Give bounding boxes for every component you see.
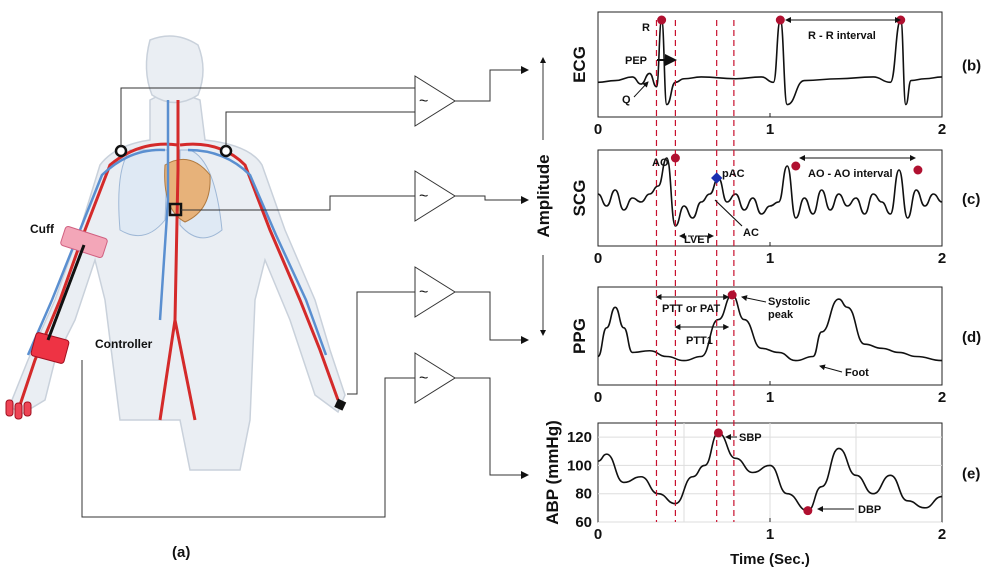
cuff-label: Cuff <box>30 222 55 236</box>
veins <box>26 100 328 356</box>
abp-dbp-marker <box>803 506 813 516</box>
wiring <box>81 57 546 518</box>
ppg-systolic-marker <box>727 290 737 300</box>
ppg-xtick-label: 1 <box>766 389 774 406</box>
ecg-ylabel: ECG <box>570 46 589 83</box>
abp-ytick-label: 60 <box>575 514 592 531</box>
scg-aoao-label: AO - AO interval <box>808 168 893 180</box>
scg-pac-label: pAC <box>722 168 745 180</box>
ppg-xtick-label: 2 <box>938 389 946 406</box>
filter-symbol: ~ <box>419 284 428 301</box>
amplifier-abp: ~ <box>414 352 456 404</box>
chart-scg: 0 1 2 SCG (c) <box>570 149 980 267</box>
ppg-ptt1-label: PTT1 <box>686 335 713 347</box>
abp-xtick-label: 0 <box>594 526 602 543</box>
abp-xtick-label: 1 <box>766 526 774 543</box>
abp-ylabel: ABP (mmHg) <box>543 420 562 525</box>
ppg-panel-tag: (d) <box>962 329 981 346</box>
ecg-xtick-label: 1 <box>766 121 774 138</box>
chart-ppg: 0 1 2 PPG (d) <box>570 286 981 406</box>
ecg-pep-label: PEP <box>625 55 647 67</box>
filter-symbol: ~ <box>419 188 428 205</box>
ecg-r-peak-marker <box>775 15 785 25</box>
amplifier-ppg: ~ <box>414 266 456 318</box>
chart-abp: 60 80 100 120 0 1 2 ABP (mmHg) (e) <box>543 420 980 543</box>
abp-series-line <box>597 432 943 512</box>
ecg-xtick-label: 0 <box>594 121 602 138</box>
ecg-r-label: R <box>642 22 650 34</box>
amplifier-ecg: ~ <box>414 75 456 127</box>
ecg-q-arrow <box>633 81 649 98</box>
abp-ytick-label: 100 <box>567 457 592 474</box>
ppg-ptt-label: PTT or PAT <box>662 303 721 315</box>
abp-sbp-marker <box>713 428 723 438</box>
ppg-ylabel: PPG <box>570 318 589 354</box>
scg-series-line <box>597 157 943 227</box>
abp-ytick-label: 120 <box>567 429 592 446</box>
ppg-xtick-label: 0 <box>594 389 602 406</box>
filter-symbol: ~ <box>419 93 428 110</box>
ecg-xtick-label: 2 <box>938 121 946 138</box>
amplifier-scg: ~ <box>414 170 456 222</box>
scg-plot-frame <box>597 149 943 247</box>
scg-ac-label: AC <box>743 227 759 239</box>
scg-ao-marker <box>791 161 801 171</box>
ppg-sensor-icon <box>334 398 347 411</box>
scg-xtick-label: 2 <box>938 250 946 267</box>
scg-ao-marker <box>670 153 680 163</box>
cuff-cable <box>46 244 86 341</box>
scg-ao-label: AO <box>652 157 669 169</box>
abp-sbp-label: SBP <box>739 432 762 444</box>
ppg-series-line <box>597 294 943 362</box>
abp-xtick-label: 2 <box>938 526 946 543</box>
scg-ao-marker <box>913 165 923 175</box>
ecg-electrode-right-icon <box>114 144 128 158</box>
controller-label: Controller <box>95 337 153 351</box>
ppg-systolic-label: Systolic <box>768 296 810 308</box>
scg-ylabel: SCG <box>570 180 589 217</box>
scg-pac-diamond-icon <box>711 172 723 184</box>
scg-panel-tag: (c) <box>962 191 980 208</box>
ppg-peak-label: peak <box>768 309 794 321</box>
ecg-panel-tag: (b) <box>962 58 981 75</box>
controller-band <box>30 332 70 364</box>
scg-xtick-label: 0 <box>594 250 602 267</box>
ecg-r-peak-marker <box>657 15 667 25</box>
abp-ytick-label: 80 <box>575 486 592 503</box>
body-illustration <box>5 35 347 471</box>
ppg-foot-arrow <box>819 364 843 373</box>
chart-ecg: 0 1 2 ECG (b) <box>570 11 981 138</box>
abp-panel-tag: (e) <box>962 466 980 483</box>
ppg-foot-label: Foot <box>845 367 869 379</box>
ecg-electrode-left-icon <box>219 144 233 158</box>
ppg-systolic-arrow <box>741 295 767 303</box>
ppg-plot-frame <box>597 286 943 386</box>
xaxis-label: Time (Sec.) <box>730 551 810 568</box>
scg-ac-pointer <box>714 199 743 227</box>
ecg-rr-label: R - R interval <box>808 30 876 42</box>
panel-a-label: (a) <box>172 544 190 561</box>
scg-xtick-label: 1 <box>766 250 774 267</box>
filter-symbol: ~ <box>419 370 428 387</box>
abp-dbp-label: DBP <box>858 504 881 516</box>
ecg-plot-frame <box>597 11 943 118</box>
amplitude-label: Amplitude <box>534 154 553 237</box>
finger-tips <box>5 399 32 420</box>
ecg-q-label: Q <box>622 94 631 106</box>
